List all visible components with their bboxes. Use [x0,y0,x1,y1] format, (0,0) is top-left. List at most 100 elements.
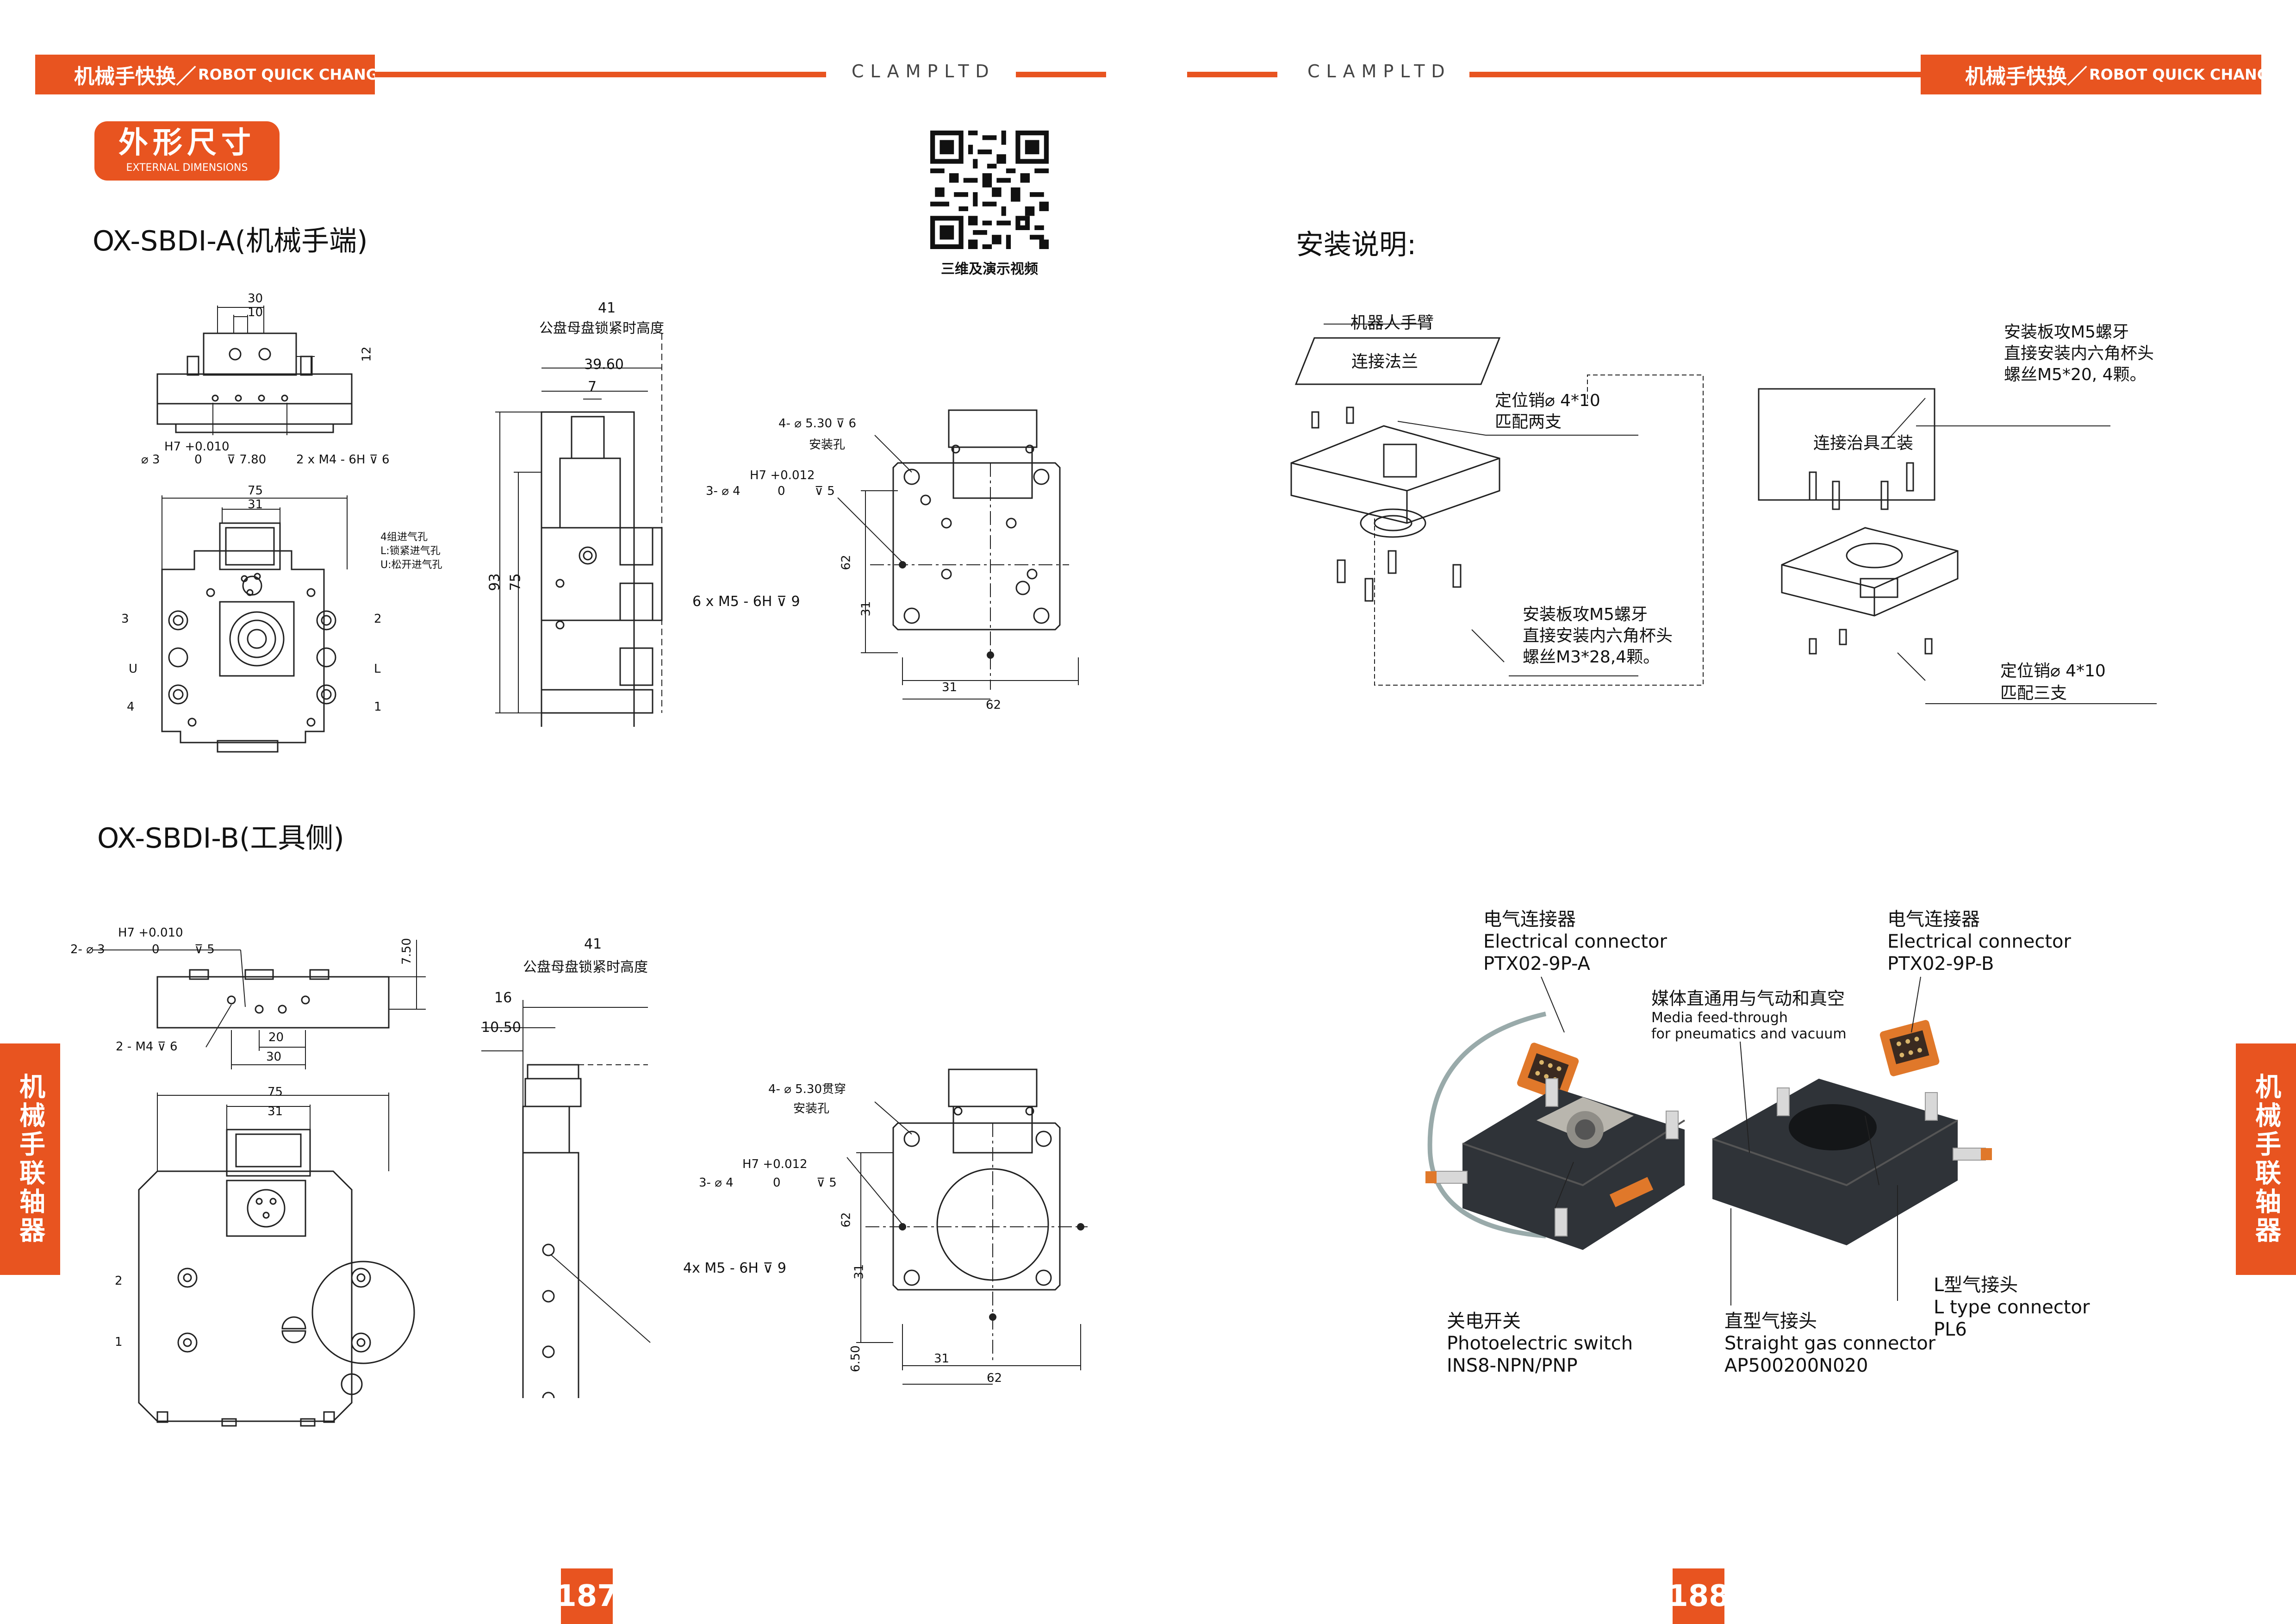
dim-10: 10 [248,306,263,319]
elec-b-cn: 电气连接器 [1887,909,1980,930]
m4-holes: 2 x M4 - 6H ⊽ 6 [296,453,390,467]
photo-switch: 关电开关 Photoelectric switch INS8-NPN/PNP [1447,1310,1633,1377]
plate-b-dim-62h: 62 [987,1371,1002,1385]
photo-elec-b: 电气连接器 Electrical connector PTX02-9P-B [1887,908,2071,975]
port-label-2: 2 [374,612,382,626]
b-tol-0: 0 [152,943,160,956]
b-port-1: 1 [115,1335,123,1349]
install-pin-a-1: 定位销⌀ 4*10 [1495,391,1600,410]
install-tooling: 连接治具工装 [1813,434,1914,453]
side-b-lock-height: 公盘母盘锁紧时高度 [523,959,648,975]
straight-model: AP500200N020 [1724,1355,1868,1376]
qr-code-graphic [930,131,1049,249]
header-rule [375,72,826,77]
install-screw-a-3: 螺丝M3*28,4颗。 [1523,648,1660,667]
header-rule [1016,72,1106,77]
elec-a-en: Electrical connector [1483,931,1667,952]
page-number-left: 187 [556,1568,618,1624]
section-title-en: ROBOT QUICK CHANGE [198,66,388,83]
plate-a-dim-62h: 62 [986,698,1002,712]
plate-b-holes-note: 安装孔 [793,1102,830,1116]
drawing-b-side-view [481,1000,651,1398]
brand-name-left: CLAMPLTD [852,61,996,81]
switch-en: Photoelectric switch [1447,1333,1633,1354]
dim-30: 30 [248,292,263,306]
section-title-en: ROBOT QUICK CHANGE [2089,66,2279,83]
plate-b-holes: 4- ⌀ 5.30贯穿 [768,1082,846,1096]
side-a-dim-75: 75 [507,573,524,591]
side-a-m5-holes: 6 x M5 - 6H ⊽ 9 [692,593,800,610]
install-screw-a-1: 安装板攻M5螺牙 [1523,605,1648,624]
qr-caption: 三维及演示视频 [941,261,1038,277]
switch-model: INS8-NPN/PNP [1447,1355,1578,1376]
plate-b-pin-depth: ⊽ 5 [816,1176,837,1190]
side-a-lock-height: 公盘母盘锁紧时高度 [539,320,664,337]
elec-a-model: PTX02-9P-A [1483,953,1590,974]
badge-title-cn: 外形尺寸 [118,126,255,160]
elec-a-cn: 电气连接器 [1483,909,1576,930]
install-flange: 连接法兰 [1351,352,1419,371]
side-b-m5-holes: 4x M5 - 6H ⊽ 9 [683,1260,787,1276]
photo-straight: 直型气接头 Straight gas connector AP500200N02… [1724,1310,1935,1377]
plate-a-pin: 3- ⌀ 4 [706,484,740,498]
plate-b-dim-62v: 62 [839,1212,853,1228]
drawing-a-mount-plate [837,409,1079,700]
b-dim-31: 31 [268,1105,283,1118]
straight-cn: 直型气接头 [1724,1311,1817,1332]
side-a-dim-3960: 39.60 [584,356,624,373]
qr-code[interactable] [930,131,1049,249]
ltype-en: L type connector [1934,1297,2090,1318]
ltype-cn: L型气接头 [1934,1274,2018,1296]
b-port-2: 2 [115,1274,123,1288]
plate-a-holes: 4- ⌀ 5.30 ⊽ 6 [778,417,857,431]
media-en-1: Media feed-through [1651,1010,1788,1026]
b-tol-h7: H7 +0.010 [118,926,183,940]
install-screw-b-3: 螺丝M5*20, 4颗。 [2004,365,2147,384]
depth-780: ⊽ 7.80 [227,453,267,467]
drawing-a-front-view [161,495,348,753]
badge-title-en: EXTERNAL DIMENSIONS [126,162,248,174]
b-dim-30: 30 [266,1050,282,1064]
drawing-a-side-view [495,333,663,727]
elec-b-model: PTX02-9P-B [1887,953,1994,974]
port-label-l: L [374,662,381,676]
tol-0: 0 [194,453,202,467]
port-label-3: 3 [121,612,129,626]
install-screw-b-1: 安装板攻M5螺牙 [2004,323,2129,342]
section-title-cn: 机械手快换／ [1965,65,2087,88]
b-dim-75: 75 [268,1085,283,1099]
plate-a-tol0: 0 [778,484,785,498]
b-m4: 2 - M4 ⊽ 6 [116,1040,178,1054]
side-a-dim-7: 7 [588,379,597,395]
b-dim-750: 7.50 [399,938,414,965]
side-b-dim-41: 41 [584,936,602,952]
model-b-title: OX-SBDI-B(工具侧) [97,822,344,855]
plate-b-dim-650: 6.50 [848,1345,863,1372]
b-dim-20: 20 [268,1031,284,1044]
plate-a-pin-depth: ⊽ 5 [815,484,835,498]
port-label-1: 1 [374,700,382,714]
side-a-dim-93: 93 [486,573,503,591]
side-a-dim-41: 41 [598,300,616,316]
dim-75: 75 [248,484,263,498]
install-pin-b-2: 匹配三支 [2000,684,2067,703]
dim-12: 12 [360,346,374,362]
straight-en: Straight gas connector [1724,1333,1936,1354]
install-title: 安装说明: [1296,229,1417,261]
dimensions-badge: 外形尺寸 EXTERNAL DIMENSIONS [94,121,280,181]
dim-31: 31 [248,498,263,512]
port-label-u: U [129,662,138,676]
media-en-2: for pneumatics and vacuum [1651,1026,1847,1042]
switch-cn: 关电开关 [1447,1311,1521,1332]
drawing-b-top-view [93,940,426,1069]
side-b-dim-1050: 10.50 [481,1019,521,1036]
product-photo [1425,1012,1992,1250]
elec-b-en: Electrical connector [1887,931,2071,952]
header-section-right: 机械手快换／ ROBOT QUICK CHANGE [1921,55,2279,94]
side-tab-right: 机械手联轴器 [2236,1043,2296,1275]
plate-a-dim-31h: 31 [942,681,958,694]
photo-ltype: L型气接头 L type connector PL6 [1934,1274,2090,1341]
install-screw-b-2: 直接安装内六角杯头 [2004,344,2154,363]
b-depth-5: ⊽ 5 [194,943,215,956]
drawing-a-top-view [156,306,353,435]
